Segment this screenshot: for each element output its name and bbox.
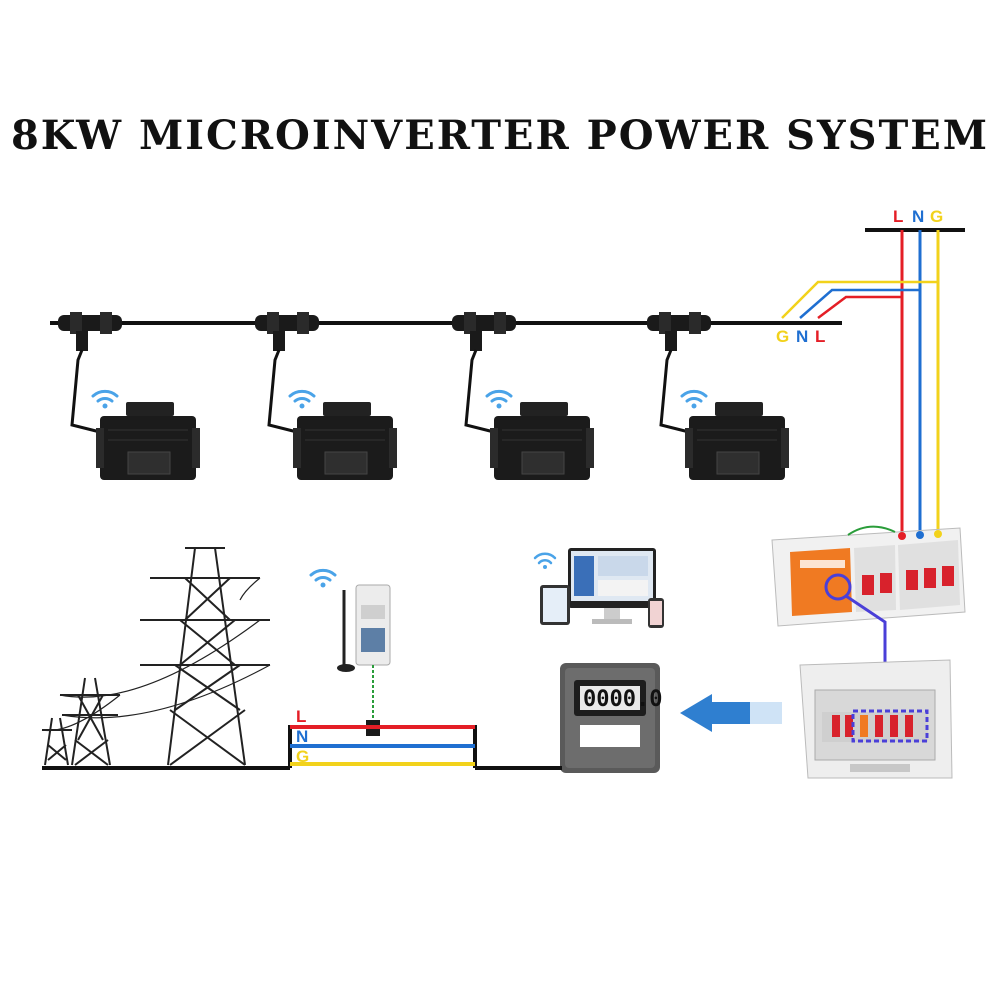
trunk-label-g: G bbox=[776, 327, 789, 346]
meter-reading: 0000.0 bbox=[583, 687, 662, 712]
grid-bus: L N G bbox=[865, 207, 965, 232]
grid-label-n: N bbox=[912, 207, 924, 226]
grid-label-g: G bbox=[930, 207, 943, 226]
trunk-label-n: N bbox=[796, 327, 808, 346]
ac-trunk-cable: G N L bbox=[50, 321, 842, 346]
bottom-label-g: G bbox=[296, 747, 309, 766]
bottom-label-n: N bbox=[296, 727, 308, 746]
microinverter-2 bbox=[255, 312, 397, 480]
t-connector bbox=[255, 312, 319, 351]
wifi-icon bbox=[533, 552, 557, 569]
wifi-icon bbox=[288, 389, 316, 409]
vertical-wires bbox=[900, 230, 940, 535]
microinverter-box bbox=[685, 402, 789, 480]
transmission-towers bbox=[41, 547, 271, 766]
wifi-icon bbox=[680, 389, 708, 409]
bottom-bus: L N G bbox=[42, 707, 562, 770]
t-connector bbox=[647, 312, 711, 351]
breaker-module bbox=[771, 525, 966, 627]
microinverter-1 bbox=[58, 312, 200, 480]
bottom-label-l: L bbox=[296, 707, 306, 726]
microinverter-box bbox=[96, 402, 200, 480]
diagram-title: 8KW MICROINVERTER POWER SYSTEM bbox=[10, 112, 990, 159]
t-connector bbox=[452, 312, 516, 351]
grid-label-l: L bbox=[893, 207, 903, 226]
flow-arrow bbox=[680, 694, 782, 732]
wifi-icon bbox=[485, 389, 513, 409]
energy-meter: 0000.0 bbox=[560, 663, 662, 773]
trunk-label-l: L bbox=[815, 327, 825, 346]
distribution-box bbox=[799, 659, 953, 779]
t-connector bbox=[58, 312, 122, 351]
smart-meter bbox=[309, 568, 391, 736]
wifi-icon bbox=[309, 568, 337, 588]
wifi-icon bbox=[91, 389, 119, 409]
microinverter-box bbox=[490, 402, 594, 480]
trunk-connection-wires bbox=[781, 280, 938, 319]
microinverter-box bbox=[293, 402, 397, 480]
microinverter-3 bbox=[452, 312, 594, 480]
monitoring-devices bbox=[533, 548, 664, 628]
microinverter-4 bbox=[647, 312, 789, 480]
